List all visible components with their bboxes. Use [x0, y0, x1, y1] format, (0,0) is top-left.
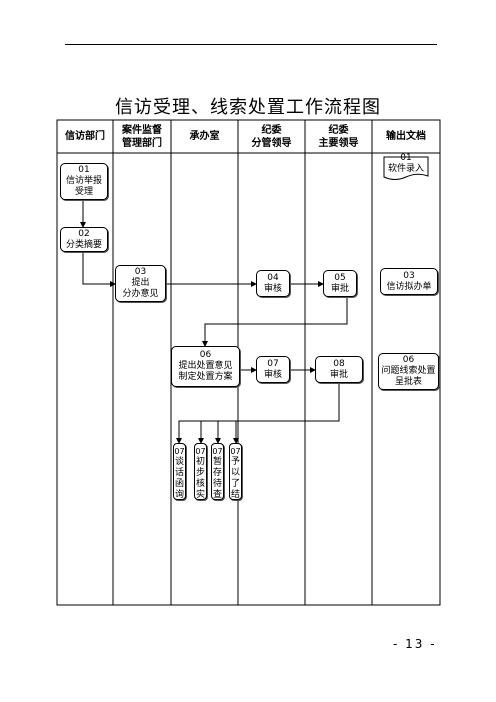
flow-connectors [80, 200, 348, 444]
header-rule [65, 44, 437, 45]
table-grid [56, 119, 441, 606]
column-header-chief-leader: 纪委主要领导 [318, 124, 359, 149]
output-01-software-entry: 01 软件录入 [387, 153, 424, 174]
outcome-preliminary-verification: 07 初步核实 [194, 443, 207, 500]
document-shape [383, 156, 429, 180]
page-number: - 13 - [393, 637, 437, 651]
column-header-output-documents: 输出文档 [386, 131, 426, 142]
outcome-talk-inquiry: 07 谈话函询 [173, 443, 186, 500]
outcome-close-case: 07 予以了结 [229, 443, 242, 500]
column-header-handling-office: 承办室 [189, 131, 220, 142]
column-header-petition-dept: 信访部门 [65, 131, 105, 142]
column-header-deputy-leader: 纪委分管领导 [251, 124, 292, 149]
outcome-hold-pending: 07 暂存待查 [211, 443, 224, 500]
page-title: 信访受理、线索处置工作流程图 [115, 97, 381, 118]
column-header-case-supervision-dept: 案件监督管理部门 [122, 124, 162, 149]
